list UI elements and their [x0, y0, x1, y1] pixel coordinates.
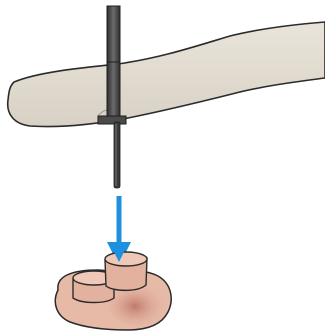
lancet-collar — [98, 116, 126, 124]
finger-shape — [8, 22, 325, 127]
tissue-plug-right-top — [105, 252, 147, 266]
lancet-needle-tip — [114, 122, 120, 188]
lancet-front-shaft — [107, 62, 120, 120]
finger-icon — [8, 22, 325, 127]
lancet-upper-shaft — [107, 6, 120, 62]
skin-sample-icon — [55, 246, 171, 330]
arrow-shaft — [117, 196, 122, 244]
